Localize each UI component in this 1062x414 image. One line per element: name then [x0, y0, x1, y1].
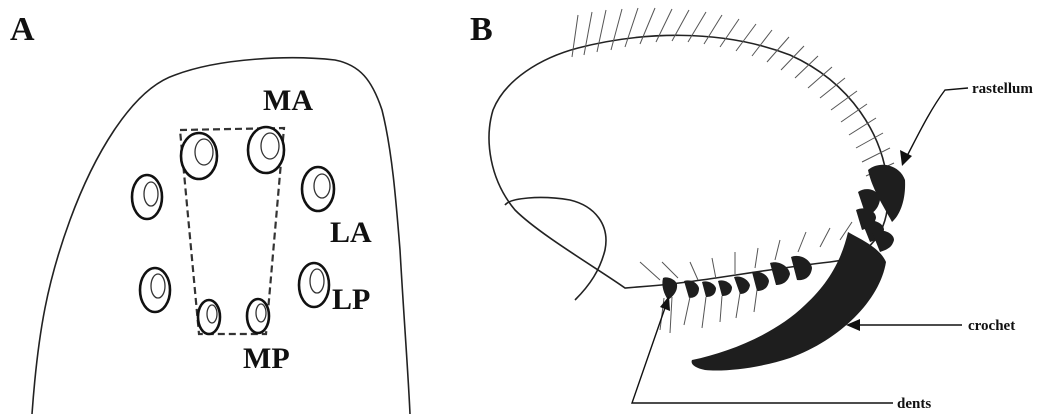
- label-lp: LP: [332, 283, 370, 316]
- panel-a-letter: A: [10, 11, 35, 48]
- basal-segment-outline: [505, 198, 606, 300]
- eye-ma-right: [248, 127, 284, 173]
- eye-lp-left: [140, 268, 170, 312]
- panel-b-letter: B: [470, 11, 493, 48]
- eye-mp-left: [198, 300, 220, 334]
- label-crochet: crochet: [968, 318, 1015, 334]
- eye-ma-left: [181, 133, 217, 179]
- rastellum-arrow: [900, 88, 968, 166]
- panel-a: A: [10, 11, 410, 414]
- dorsal-setae: [572, 8, 894, 176]
- eye-la-right: [302, 167, 334, 211]
- label-rastellum: rastellum: [972, 81, 1033, 97]
- label-la: LA: [330, 216, 372, 249]
- fang-crochet: [692, 232, 886, 371]
- rastellum-spines: [856, 165, 905, 252]
- eye-lp-right: [299, 263, 329, 307]
- label-dents: dents: [897, 396, 931, 412]
- eye-la-left: [132, 175, 162, 219]
- dents-row: [662, 256, 812, 300]
- chelicera-outline: [489, 35, 888, 288]
- eye-mp-right: [247, 299, 269, 333]
- label-ma: MA: [263, 84, 313, 117]
- label-mp: MP: [243, 342, 290, 375]
- panel-b: B: [470, 8, 1033, 412]
- crochet-arrow: [846, 319, 962, 331]
